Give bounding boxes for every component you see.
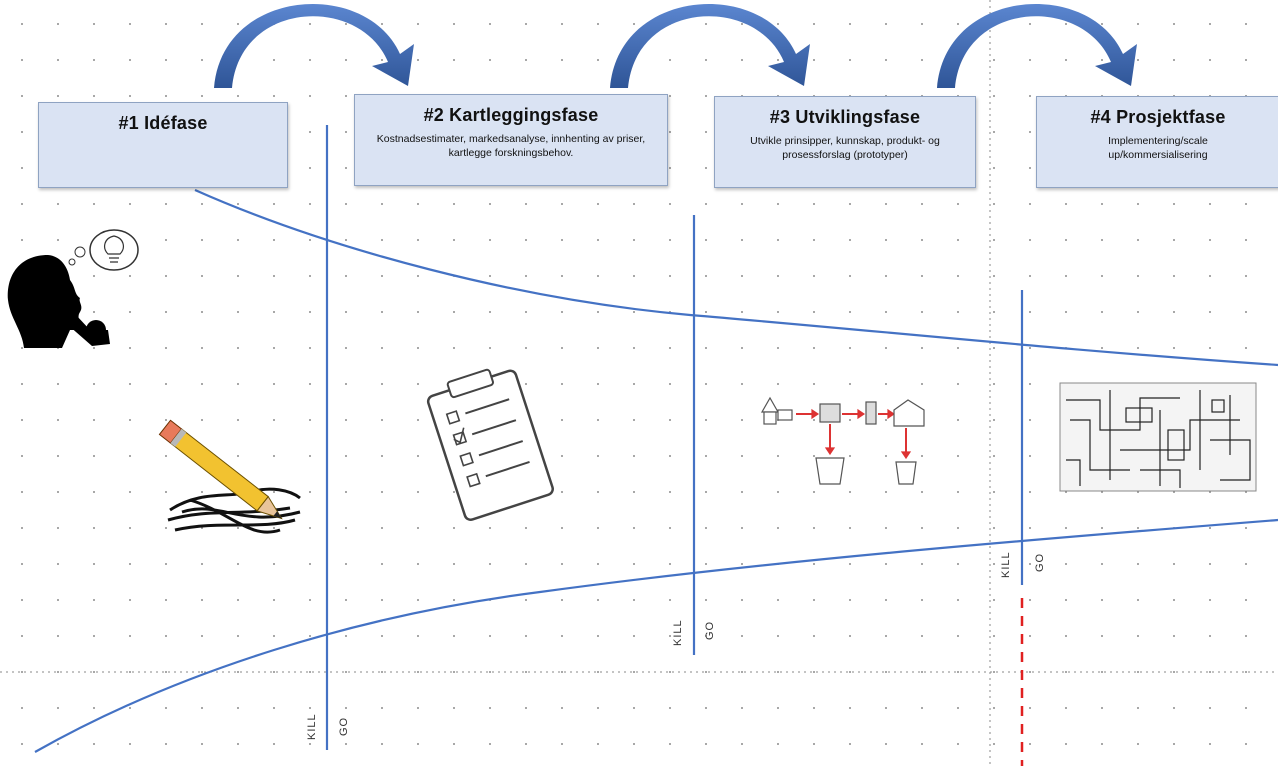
funnel-upper-curve [194,188,1278,367]
phase-description-3: Utvikle prinsipper, kunnskap, produkt- o… [750,135,940,161]
gate-2-go-label: GO [704,620,716,640]
gate-3-go-label: GO [1034,552,1046,572]
phase-title-2: #2 Kartleggingsfase [423,105,599,125]
clipboard-checklist-icon [426,368,554,521]
phase-box-4: #4 Prosjektfase Implementering/scale up/… [1036,96,1278,188]
phase-box-3: #3 Utviklingsfase Utvikle prinsipper, ku… [714,96,976,188]
gate-1-kill-label: KILL [306,713,318,740]
process-flow-icon [760,396,925,485]
thinking-person-icon [7,229,139,348]
phase-title-3: #3 Utviklingsfase [769,107,921,127]
pencil-scribble-icon [158,419,301,534]
phase-title-4: #4 Prosjektfase [1090,107,1226,127]
transition-arrow-2 [610,3,810,88]
transition-arrow-3 [937,3,1137,88]
phase-description-2: Kostnadsestimater, markedsanalyse, innhe… [376,133,646,159]
phase-box-2: #2 Kartleggingsfase Kostnadsestimater, m… [354,94,668,186]
gate-3-kill-label: KILL [1000,551,1012,578]
transition-arrow-1 [214,3,414,88]
phase-description-4: Implementering/scale up/kommersialiserin… [1108,135,1208,161]
gate-2-kill-label: KILL [672,619,684,646]
circuit-board-icon [1059,382,1257,492]
gate-1-go-label: GO [338,716,350,736]
phase-box-1: #1 Idéfase [38,102,288,188]
phase-title-1: #1 Idéfase [118,113,208,133]
funnel-lower-curve [34,518,1278,753]
